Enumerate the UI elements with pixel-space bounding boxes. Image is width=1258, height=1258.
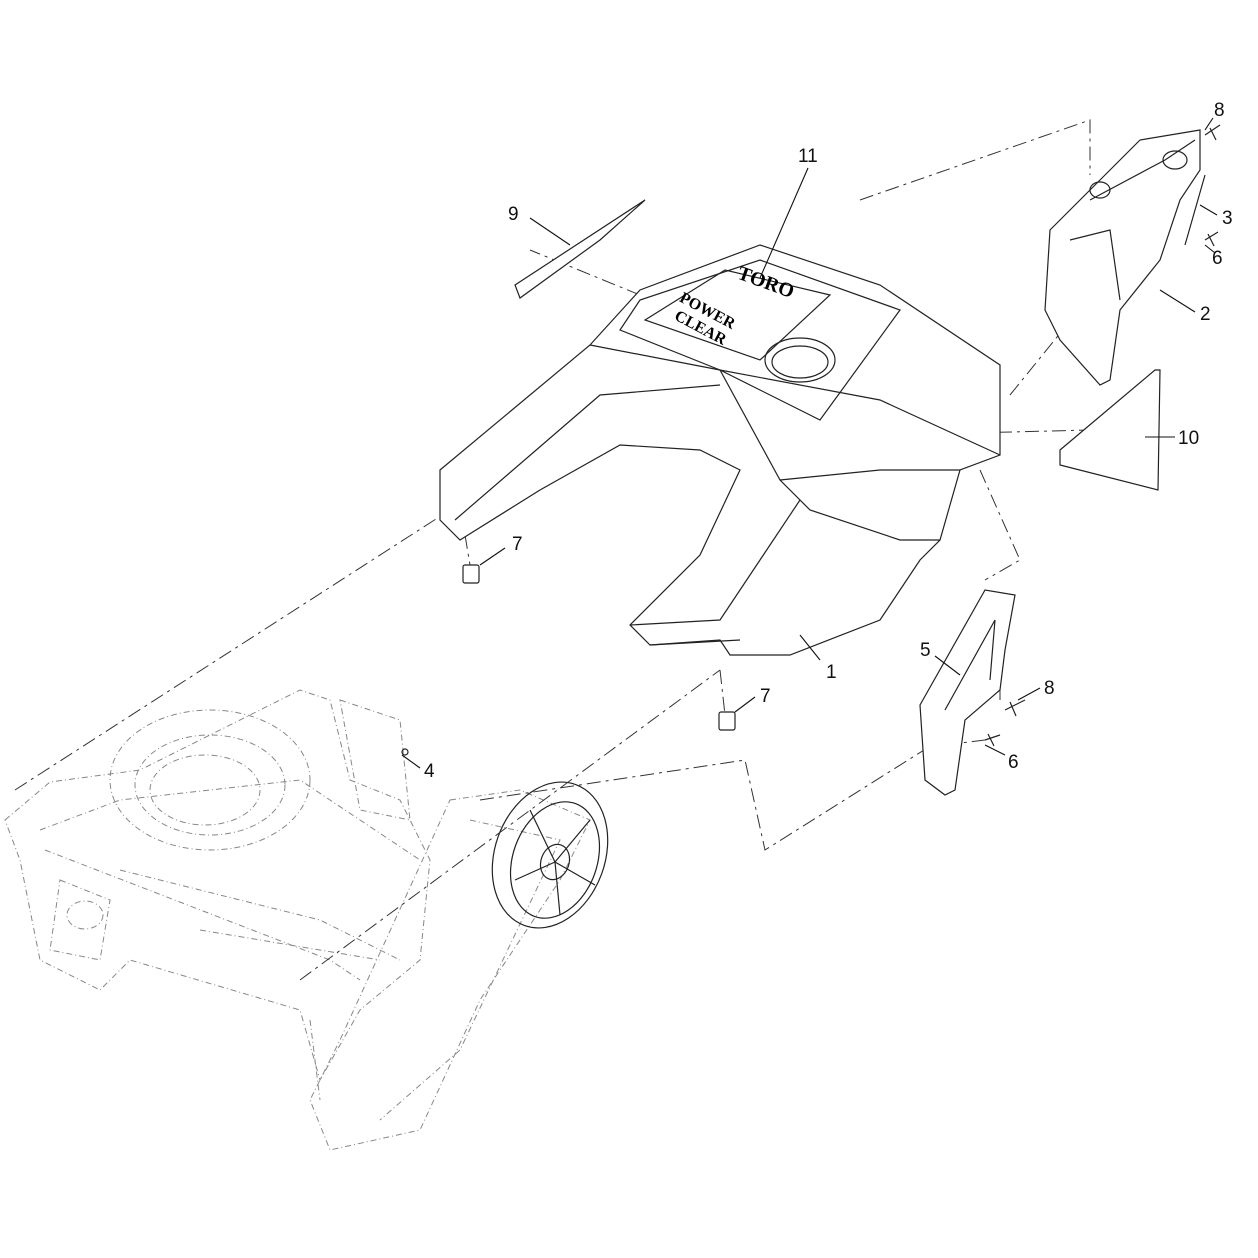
callout-11: 11 [798,146,818,167]
callout-8-lower: 8 [1044,678,1055,699]
decal-left [514,199,646,299]
machine-base-assembly [4,689,591,1151]
wheel [491,781,609,929]
clips [462,564,736,731]
side-panel-lower [919,589,1016,796]
callout-4: 4 [424,761,435,782]
callout-1: 1 [826,662,837,683]
callout-labels: 1 2 3 4 5 6 6 7 7 8 8 9 10 11 [424,100,1233,782]
leader-lines [401,117,1218,769]
side-panel-upper [1044,129,1201,386]
callout-8-upper: 8 [1214,100,1225,121]
callout-10: 10 [1178,428,1199,449]
callout-9: 9 [508,204,519,225]
hardware-lower [401,699,1026,756]
main-shroud [439,244,1001,656]
decal-right [1059,369,1161,491]
callout-6-lower: 6 [1008,752,1019,773]
callout-2: 2 [1200,304,1211,325]
callout-6-upper: 6 [1212,248,1223,269]
callout-3: 3 [1222,208,1233,229]
callout-7-left: 7 [512,534,523,555]
callout-7-right: 7 [760,686,771,707]
callout-5: 5 [920,640,931,661]
hardware-upper [1184,124,1221,247]
